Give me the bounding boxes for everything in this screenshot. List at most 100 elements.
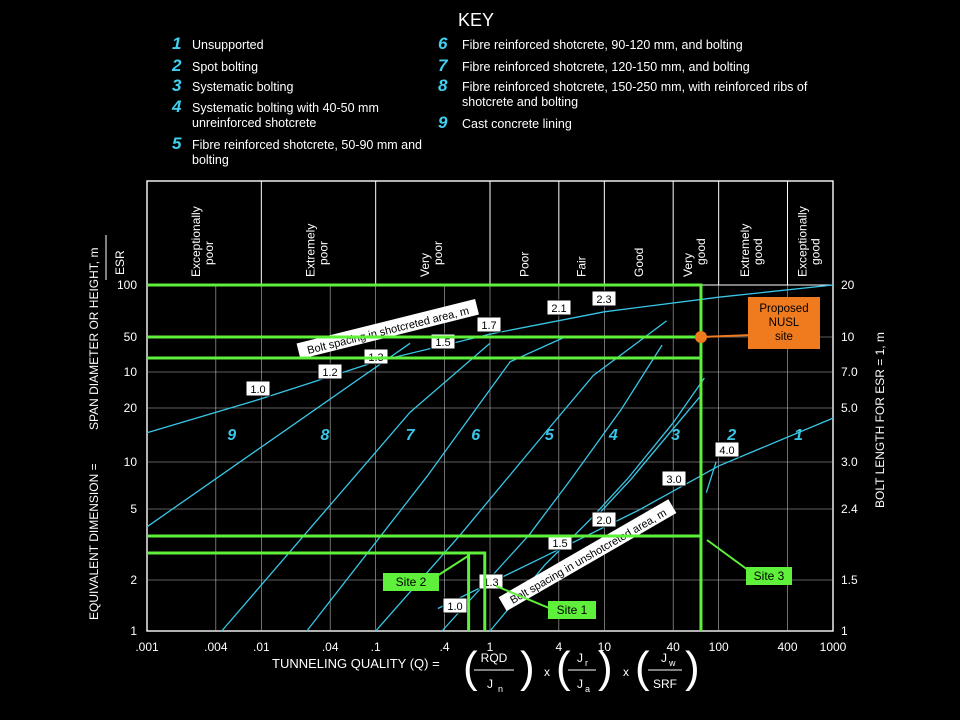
key-item-text: Fibre reinforced shotcrete, 150-250 mm, … (462, 80, 808, 109)
y-tick-label-right: 3.0 (841, 455, 858, 469)
y-tick-label-right: 1 (841, 624, 848, 638)
site-label: Site 1 (557, 603, 588, 617)
rock-class-label: Exceptionallypoor (189, 206, 216, 277)
formula-paren: ) (520, 643, 535, 692)
site-label: Site 2 (396, 575, 427, 589)
formula-paren: ) (685, 643, 700, 692)
x-tick-label: .1 (371, 640, 381, 654)
shotcreted-spacing-value: 1.2 (322, 367, 337, 379)
rock-class-label: Extremelygood (738, 224, 765, 277)
key-title: KEY (458, 10, 495, 30)
unshotcreted-spacing-box (591, 511, 617, 528)
formula-jn: J (487, 677, 493, 691)
x-tick-label: .04 (322, 640, 339, 654)
unshotcreted-spacing-box (661, 470, 687, 487)
formula-jw: J (661, 651, 667, 665)
site-label: Site 3 (754, 569, 785, 583)
formula-times: x (623, 665, 629, 679)
shotcreted-spacing-value: 2.3 (596, 294, 611, 306)
x-tick-label: .01 (253, 640, 270, 654)
site1-pointer (495, 585, 550, 609)
support-boundary-curve (441, 344, 663, 632)
support-category-number: 5 (545, 427, 555, 444)
x-tick-label: .4 (439, 640, 449, 654)
key-item-number: 6 (438, 34, 448, 53)
y-tick-label-left: 100 (117, 278, 137, 292)
support-category-number: 3 (671, 427, 680, 444)
shotcreted-spacing-box (591, 290, 617, 307)
shotcreted-spacing-value: 1.5 (435, 337, 450, 349)
support-boundary-curve (592, 394, 702, 521)
rock-class-label: Fair (575, 256, 589, 277)
shotcreted-spacing-value: 1.0 (250, 384, 265, 396)
formula-jr-sub: r (585, 658, 588, 668)
key-item-number: 7 (438, 56, 448, 75)
key-item-text: Systematic bolting (192, 80, 294, 94)
support-category-number: 7 (406, 427, 416, 444)
unshotcreted-spacing-value: 4.0 (719, 445, 734, 457)
formula-srf: SRF (653, 677, 677, 691)
y-tick-label-left: 10 (124, 365, 138, 379)
shotcreted-spacing-value: 1.7 (481, 320, 496, 332)
y-tick-label-left: 2 (130, 573, 137, 587)
support-boundary-curve (705, 461, 717, 493)
x-tick-label: 10 (598, 640, 612, 654)
unshotcreted-spacing-box (714, 441, 740, 458)
unshotcreted-spacing-box (442, 597, 468, 614)
site2-pointer (436, 555, 469, 577)
key-item-text: Unsupported (192, 38, 264, 52)
key-item-number: 8 (438, 76, 448, 95)
y-tick-label-right: 10 (841, 330, 855, 344)
rock-class-label: Poor (517, 252, 531, 277)
formula-ja-sub: a (585, 684, 590, 694)
y-tick-label-left: 50 (124, 330, 138, 344)
shotcreted-spacing-box (317, 363, 343, 380)
formula-jn-sub: n (498, 684, 503, 694)
support-category-number: 6 (471, 427, 480, 444)
support-category-number: 9 (227, 427, 236, 444)
x-tick-label: .001 (135, 640, 159, 654)
shotcreted-spacing-value: 2.1 (551, 303, 566, 315)
unshotcreted-spacing-value: 1.0 (447, 601, 462, 613)
formula-jr: J (577, 651, 583, 665)
key-item-number: 3 (172, 76, 182, 95)
y-axis-label-left-bottom: EQUIVALENT DIMENSION = (87, 463, 101, 620)
x-axis-label: TUNNELING QUALITY (Q) = (272, 656, 440, 671)
key-item-text: Spot bolting (192, 60, 259, 74)
x-tick-label: 4 (555, 640, 562, 654)
y-tick-label-right: 1.5 (841, 573, 858, 587)
y-tick-label-left: 20 (124, 401, 138, 415)
formula-paren: ) (598, 643, 613, 692)
shotcreted-spacing-box (546, 299, 572, 316)
y-tick-label-right: 5.0 (841, 401, 858, 415)
unshotcreted-spacing-value: 1.5 (552, 538, 567, 550)
support-boundary-curve (221, 342, 491, 632)
shotcreted-banner (296, 299, 479, 360)
unshotcreted-spacing-value: 2.0 (596, 515, 611, 527)
formula-ja: J (577, 677, 583, 691)
formula-jw-sub: w (668, 658, 676, 668)
support-boundary-curve (146, 342, 411, 528)
y-axis-label-left-esr: ESR (113, 250, 127, 275)
support-category-number: 2 (726, 427, 736, 444)
key-item-text: Fibre reinforced shotcrete, 90-120 mm, a… (462, 38, 743, 52)
site-label-box (746, 567, 792, 585)
key-item-text: Fibre reinforced shotcrete, 120-150 mm, … (462, 60, 750, 74)
shotcreted-spacing-box (245, 380, 271, 397)
formula-rqd: RQD (481, 651, 508, 665)
rock-class-label: Verygood (681, 238, 708, 277)
rock-class-label: Exceptionallygood (795, 206, 822, 277)
y-tick-label-right: 7.0 (841, 365, 858, 379)
x-tick-label: 400 (777, 640, 797, 654)
rock-class-label: Verypoor (418, 241, 445, 277)
shotcrete-spacing-curve (146, 284, 834, 434)
formula-paren: ( (635, 643, 650, 692)
unshotcreted-spacing-value: 1.3 (483, 577, 498, 589)
x-tick-label: 40 (666, 640, 680, 654)
x-tick-label: 1000 (820, 640, 847, 654)
rock-class-label: Extremelypoor (304, 224, 331, 277)
y-axis-label-left-top: SPAN DIAMETER OR HEIGHT, m (87, 248, 101, 430)
site1-lines (147, 551, 487, 631)
